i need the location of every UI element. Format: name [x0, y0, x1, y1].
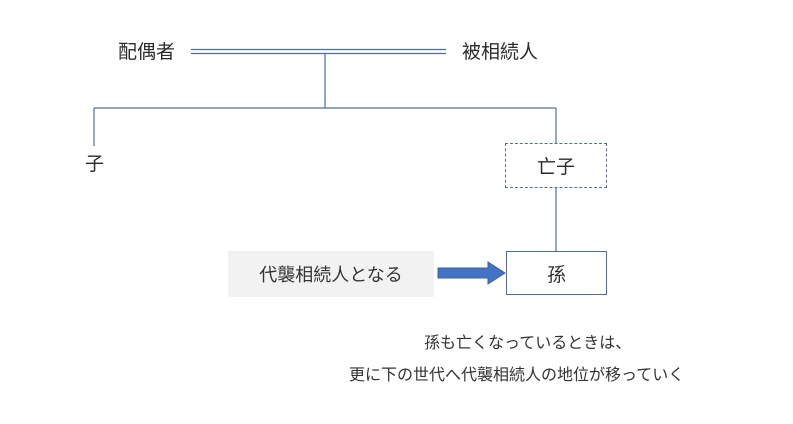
arrow-right-icon — [437, 261, 506, 285]
spouse-label: 配偶者 — [118, 41, 176, 63]
representation-note: 代襲相続人となる — [228, 251, 434, 297]
caption-line-2: 更に下の世代へ代襲相続人の地位が移っていく — [349, 365, 685, 384]
decedent-label: 被相続人 — [462, 41, 539, 63]
representation-note-text: 代襲相続人となる — [259, 265, 403, 286]
grandchild-box: 孫 — [506, 251, 607, 295]
grandchild-label: 孫 — [546, 263, 566, 286]
child-label: 子 — [85, 153, 105, 175]
deceased-child-label: 亡子 — [536, 156, 575, 178]
deceased-child-box: 亡子 — [505, 143, 607, 188]
caption-line-1: 孫も亡くなっているときは、 — [424, 333, 632, 352]
